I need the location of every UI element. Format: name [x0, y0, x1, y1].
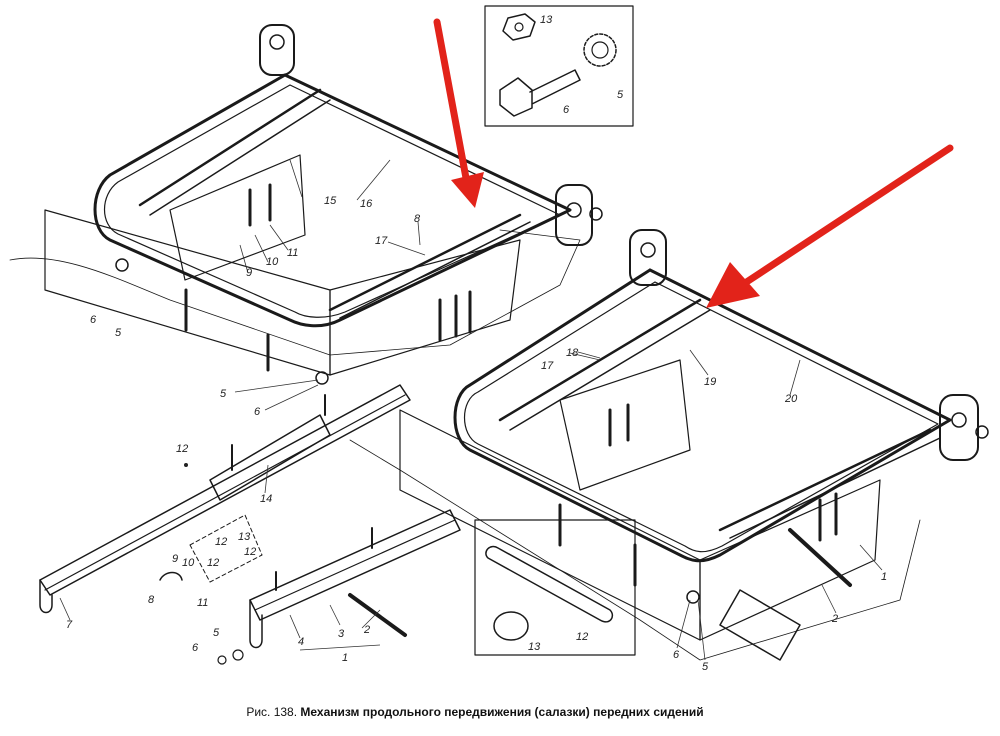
callout-6-right: 6	[673, 649, 680, 661]
callout-15: 15	[324, 195, 337, 207]
callout-17-left: 17	[375, 235, 388, 247]
inset-cap	[493, 611, 529, 641]
callout-12-exploded-a: 12	[244, 546, 256, 558]
exploded-slider	[209, 414, 331, 501]
callout-1-exploded: 1	[342, 652, 348, 664]
fastener-inset	[484, 5, 634, 127]
left-seat-assembly	[9, 24, 603, 385]
callout-5-right: 5	[702, 661, 709, 673]
right-rail-rear	[718, 428, 932, 532]
right-seat-assembly	[349, 229, 989, 661]
callout-5-left-lower: 5	[220, 388, 227, 400]
callout-4: 4	[298, 636, 304, 648]
callout-5-small: 5	[213, 627, 220, 639]
callout-9-exploded: 9	[172, 553, 178, 565]
callout-8-left: 8	[414, 213, 421, 225]
right-floor-outline	[349, 439, 921, 661]
red-arrow-right	[706, 144, 954, 308]
exploded-lower-rail	[249, 509, 461, 621]
callout-2-right: 2	[831, 613, 838, 625]
callout-8-exploded: 8	[148, 594, 155, 606]
exploded-upper-rail	[39, 384, 411, 596]
left-bolt-lower	[315, 371, 329, 385]
left-hinge-right	[555, 184, 603, 246]
exploded-rails	[39, 384, 461, 665]
exploded-bracket	[39, 579, 53, 614]
callout-13-inset-cap: 13	[528, 641, 541, 653]
callout-20: 20	[784, 393, 798, 405]
right-bolt	[686, 590, 700, 604]
exploded-handle	[348, 593, 407, 637]
inset-nut	[502, 13, 536, 41]
callout-14: 14	[260, 493, 272, 505]
callout-12-exploded-c: 12	[207, 557, 219, 569]
callout-11-exploded: 11	[197, 597, 208, 609]
callout-13-exploded: 13	[238, 531, 251, 543]
callout-9-left: 9	[246, 267, 252, 279]
right-hinge-top	[629, 229, 667, 286]
callout-3: 3	[338, 628, 345, 640]
right-lever	[788, 528, 852, 587]
small-nut-6	[217, 655, 227, 665]
small-washer-5	[232, 649, 244, 661]
callout-6-small: 6	[192, 642, 199, 654]
callout-1-right: 1	[881, 571, 887, 583]
left-rail-front	[138, 88, 322, 207]
caption-title: Механизм продольного передвижения (салаз…	[300, 705, 704, 719]
caption-prefix: Рис. 138.	[246, 705, 298, 719]
callout-18: 18	[566, 347, 579, 359]
inset-lock-washer	[583, 33, 617, 67]
callout-12-exploded-b: 12	[215, 536, 227, 548]
callout-17-right: 17	[541, 360, 554, 372]
callout-10-exploded: 10	[182, 557, 195, 569]
right-channel	[719, 589, 801, 661]
left-bolt-6	[115, 258, 129, 272]
callout-2-exploded: 2	[363, 624, 370, 636]
right-tube-frame	[453, 268, 952, 563]
callout-10-left: 10	[266, 256, 279, 268]
callout-5-left-bolt: 5	[115, 327, 122, 339]
small-clip-8	[159, 571, 183, 581]
callout-11-left: 11	[287, 247, 298, 259]
inset-bolt	[499, 69, 581, 117]
callout-19: 19	[704, 376, 716, 388]
left-tube-frame	[93, 73, 572, 328]
callout-16: 16	[360, 198, 373, 210]
exploded-end-bracket	[249, 599, 263, 649]
small-part-12	[184, 463, 188, 467]
callout-12-inset-pin: 12	[576, 631, 588, 643]
callout-5-inset-washer: 5	[617, 89, 624, 101]
inset-pin	[485, 545, 614, 623]
callout-6-inset-bolt: 6	[563, 104, 570, 116]
left-rail-rear	[328, 213, 522, 312]
callout-6-left-lower: 6	[254, 406, 261, 418]
left-hinge-top	[259, 24, 295, 76]
leader-lines	[59, 159, 883, 661]
right-hinge-right	[939, 394, 989, 461]
figure-caption: Рис. 138. Механизм продольного передвиже…	[0, 705, 950, 719]
callout-7: 7	[66, 619, 73, 631]
pin-inset	[474, 519, 636, 656]
dashed-detail-group	[189, 514, 263, 583]
callout-13-inset-nut: 13	[540, 14, 553, 26]
left-floor-outline	[9, 229, 581, 356]
callout-labels: 13 6 5 15 16 8 17 11 10 9 6 5 5 6 18 17 …	[66, 14, 887, 673]
callout-6-left-bolt: 6	[90, 314, 97, 326]
red-arrow-left	[433, 18, 484, 208]
callout-12-exploded-top: 12	[176, 443, 188, 455]
